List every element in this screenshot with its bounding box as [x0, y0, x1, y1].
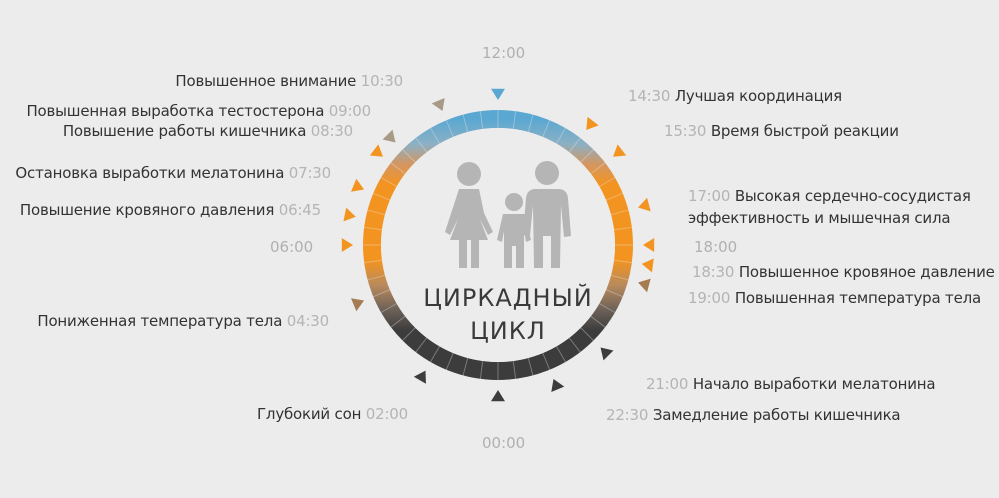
ring-tick — [367, 274, 386, 281]
ring-tick — [402, 149, 416, 163]
hour-marker-triangle — [613, 144, 627, 157]
ring-tick — [390, 315, 406, 328]
event-right: 15:30 Время быстрой реакции — [664, 122, 899, 140]
event-left: Повышенное внимание 10:30 — [175, 72, 403, 90]
ring-tick — [445, 120, 454, 138]
ring-tick — [542, 120, 551, 138]
hour-marker-triangle — [551, 378, 565, 392]
ring-tick — [479, 360, 484, 379]
event-left: Повышение кровяного давления 06:45 — [19, 201, 321, 219]
ring-tick — [610, 209, 629, 216]
ring-tick — [402, 327, 416, 341]
event-left: Повышенная выработка тестостерона 09:00 — [26, 102, 371, 120]
ring-tick — [542, 352, 551, 370]
hour-marker-triangle — [369, 144, 383, 157]
hour-marker-triangle — [638, 197, 651, 212]
dial-ring — [363, 110, 633, 380]
hour-marker-triangle — [341, 238, 353, 252]
ring-tick — [610, 274, 629, 281]
event-right: 17:00 Высокая сердечно-сосудистая — [688, 187, 971, 205]
ring-tick — [380, 303, 397, 313]
ring-tick — [373, 192, 391, 201]
hour-marker-triangle — [431, 98, 445, 112]
ring-tick — [367, 209, 386, 216]
hour-label-eighteen: 18:00 — [694, 238, 738, 256]
hour-label-six: 06:00 — [270, 238, 314, 256]
ring-tick — [430, 346, 440, 363]
hour-markers — [341, 88, 655, 402]
ring-tick — [462, 114, 469, 133]
event-right: 18:30 Повышенное кровяное давление — [692, 263, 995, 281]
ring-tick — [613, 259, 632, 264]
ring-tick — [430, 127, 440, 144]
hour-marker-triangle — [638, 278, 651, 293]
dial-ticks — [363, 110, 633, 380]
hour-marker-triangle — [491, 88, 505, 100]
event-left: Пониженная температура тела 04:30 — [37, 312, 329, 330]
ring-tick — [445, 352, 454, 370]
hour-marker-triangle — [413, 370, 426, 384]
hour-marker-triangle — [586, 116, 599, 130]
ring-tick — [380, 177, 397, 187]
ring-tick — [373, 289, 391, 298]
hour-marker-triangle — [491, 390, 505, 402]
ring-tick — [580, 149, 594, 163]
ring-tick — [415, 337, 428, 353]
hour-marker-triangle — [351, 298, 365, 312]
hour-marker-triangle — [600, 347, 614, 361]
ring-tick — [364, 226, 383, 231]
ring-tick — [556, 127, 566, 144]
ring-tick — [568, 137, 581, 153]
title-line-2: ЦИКЛ — [470, 317, 546, 345]
hour-marker-triangle — [343, 207, 356, 222]
ring-tick — [568, 337, 581, 353]
hour-label-midnight: 00:00 — [482, 434, 526, 452]
ring-tick — [462, 357, 469, 376]
diagram-title: ЦИРКАДНЫЙ ЦИКЛ — [398, 282, 618, 348]
ring-tick — [512, 111, 517, 130]
hour-label-noon: 12:00 — [482, 44, 526, 62]
ring-tick — [512, 360, 517, 379]
ring-tick — [580, 327, 594, 341]
ring-tick — [390, 162, 406, 175]
ring-tick — [599, 177, 616, 187]
hour-marker-triangle — [643, 238, 655, 252]
event-right: 22:30 Замедление работы кишечника — [606, 406, 901, 424]
ring-tick — [599, 303, 616, 313]
ring-tick — [479, 111, 484, 130]
event-right: 14:30 Лучшая координация — [628, 87, 842, 105]
ring-tick — [556, 346, 566, 363]
family-icon — [445, 161, 571, 268]
ring-tick — [605, 289, 623, 298]
ring-tick — [415, 137, 428, 153]
event-right: 21:00 Начало выработки мелатонина — [646, 375, 936, 393]
hour-marker-triangle — [382, 129, 396, 143]
ring-tick — [590, 315, 606, 328]
ring-tick — [364, 259, 383, 264]
ring-tick — [527, 357, 534, 376]
event-right: 19:00 Повышенная температура тела — [688, 289, 981, 307]
hour-marker-triangle — [351, 178, 365, 192]
event-left: Повышение работы кишечника 08:30 — [62, 122, 353, 140]
hour-marker-triangle — [641, 258, 654, 273]
title-line-1: ЦИРКАДНЫЙ — [423, 284, 593, 312]
dial-inner-fill — [381, 128, 615, 362]
ring-tick — [613, 226, 632, 231]
event-left: Остановка выработки мелатонина 07:30 — [15, 164, 331, 182]
event-left: Глубокий сон 02:00 — [256, 405, 408, 423]
ring-tick — [527, 114, 534, 133]
ring-tick — [605, 192, 623, 201]
ring-tick — [590, 162, 606, 175]
event-right-continued: эффективность и мышечная сила — [688, 209, 951, 227]
